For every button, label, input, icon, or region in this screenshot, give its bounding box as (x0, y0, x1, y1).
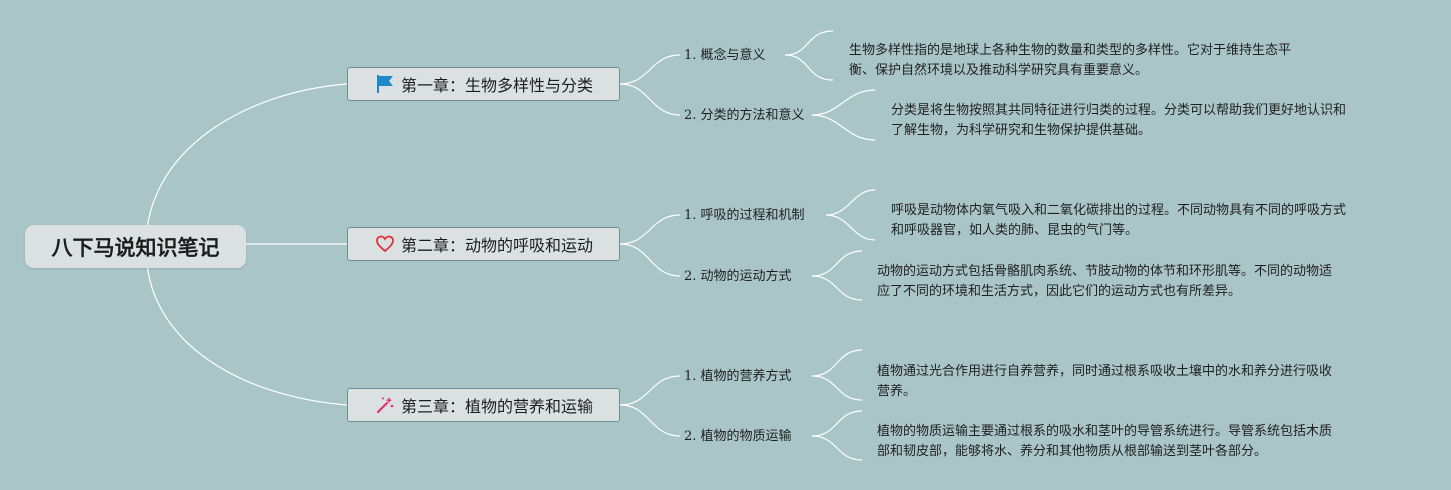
link-ch1-t2 (619, 83, 681, 116)
chapter-node-3[interactable]: 第三章：植物的营养和运输 (347, 388, 620, 422)
topic-3-1[interactable]: 1. 植物的营养方式 (684, 369, 792, 384)
chapter-node-2[interactable]: 第二章：动物的呼吸和运动 (347, 227, 620, 261)
desc-line: 营养。 (877, 384, 917, 399)
topic-2-2[interactable]: 2. 动物的运动方式 (684, 269, 792, 284)
chapter-title-3: 第三章：植物的营养和运输 (400, 397, 593, 416)
topic-1-2[interactable]: 2. 分类的方法和意义 (684, 108, 805, 123)
topic-1-1[interactable]: 1. 概念与意义 (684, 48, 766, 63)
brace-2-1 (825, 189, 876, 241)
desc-line: 动物的运动方式包括骨骼肌肉系统、节肢动物的体节和环形肌等。不同的动物适 (877, 264, 1333, 279)
brace-3-1 (811, 349, 863, 401)
desc-line: 部和韧皮部，能够将水、养分和其他物质从根部输送到茎叶各部分。 (877, 444, 1268, 459)
brace-3-2 (811, 410, 863, 461)
topic-2-1[interactable]: 1. 呼吸的过程和机制 (684, 208, 805, 223)
desc-line: 了解生物，为科学研究和生物保护提供基础。 (891, 123, 1152, 138)
desc-3-2[interactable]: 植物的物质运输主要通过根系的吸水和茎叶的导管系统进行。导管系统包括木质 部和韧皮… (877, 422, 1332, 462)
link-root-ch1 (145, 83, 348, 247)
desc-line: 生物多样性指的是地球上各种生物的数量和类型的多样性。它对于维持生态平 (849, 43, 1292, 58)
brace-1-2 (811, 89, 876, 141)
root-title: 八下马说知识笔记 (51, 235, 220, 260)
desc-line: 植物通过光合作用进行自养营养，同时通过根系吸收土壤中的水和养分进行吸收 (877, 364, 1333, 379)
heart-icon (374, 234, 396, 254)
link-ch2-t2 (619, 243, 681, 277)
desc-1-1[interactable]: 生物多样性指的是地球上各种生物的数量和类型的多样性。它对于维持生态平 衡、保护自… (849, 41, 1291, 81)
link-ch2-t1 (619, 214, 681, 245)
desc-line: 和呼吸器官，如人类的肺、昆虫的气门等。 (891, 223, 1139, 238)
link-root-ch3 (145, 247, 348, 406)
desc-3-1[interactable]: 植物通过光合作用进行自养营养，同时通过根系吸收土壤中的水和养分进行吸收 营养。 (877, 362, 1332, 402)
link-ch1-t1 (619, 54, 681, 85)
flag-icon (374, 74, 396, 94)
desc-line: 应了不同的环境和生活方式，因此它们的运动方式也有所差异。 (877, 284, 1242, 299)
chapter-title-1: 第一章：生物多样性与分类 (400, 76, 593, 95)
link-ch3-t2 (619, 404, 681, 437)
root-node[interactable]: 八下马说知识笔记 (25, 225, 246, 268)
topic-3-2[interactable]: 2. 植物的物质运输 (684, 429, 792, 444)
desc-line: 衡、保护自然环境以及推动科学研究具有重要意义。 (849, 63, 1149, 78)
magic-wand-icon (374, 395, 396, 415)
brace-2-2 (811, 250, 863, 301)
desc-2-1[interactable]: 呼吸是动物体内氧气吸入和二氧化碳排出的过程。不同动物具有不同的呼吸方式 和呼吸器… (891, 201, 1346, 241)
desc-line: 呼吸是动物体内氧气吸入和二氧化碳排出的过程。不同动物具有不同的呼吸方式 (891, 203, 1347, 218)
desc-line: 分类是将生物按照其共同特征进行归类的过程。分类可以帮助我们更好地认识和 (891, 103, 1347, 118)
chapter-title-2: 第二章：动物的呼吸和运动 (400, 236, 593, 255)
brace-1-1 (784, 30, 834, 81)
desc-1-2[interactable]: 分类是将生物按照其共同特征进行归类的过程。分类可以帮助我们更好地认识和 了解生物… (891, 101, 1346, 141)
desc-line: 植物的物质运输主要通过根系的吸水和茎叶的导管系统进行。导管系统包括木质 (877, 424, 1333, 439)
link-ch3-t1 (619, 375, 681, 406)
desc-2-2[interactable]: 动物的运动方式包括骨骼肌肉系统、节肢动物的体节和环形肌等。不同的动物适 应了不同… (877, 262, 1332, 302)
chapter-node-1[interactable]: 第一章：生物多样性与分类 (347, 67, 620, 101)
